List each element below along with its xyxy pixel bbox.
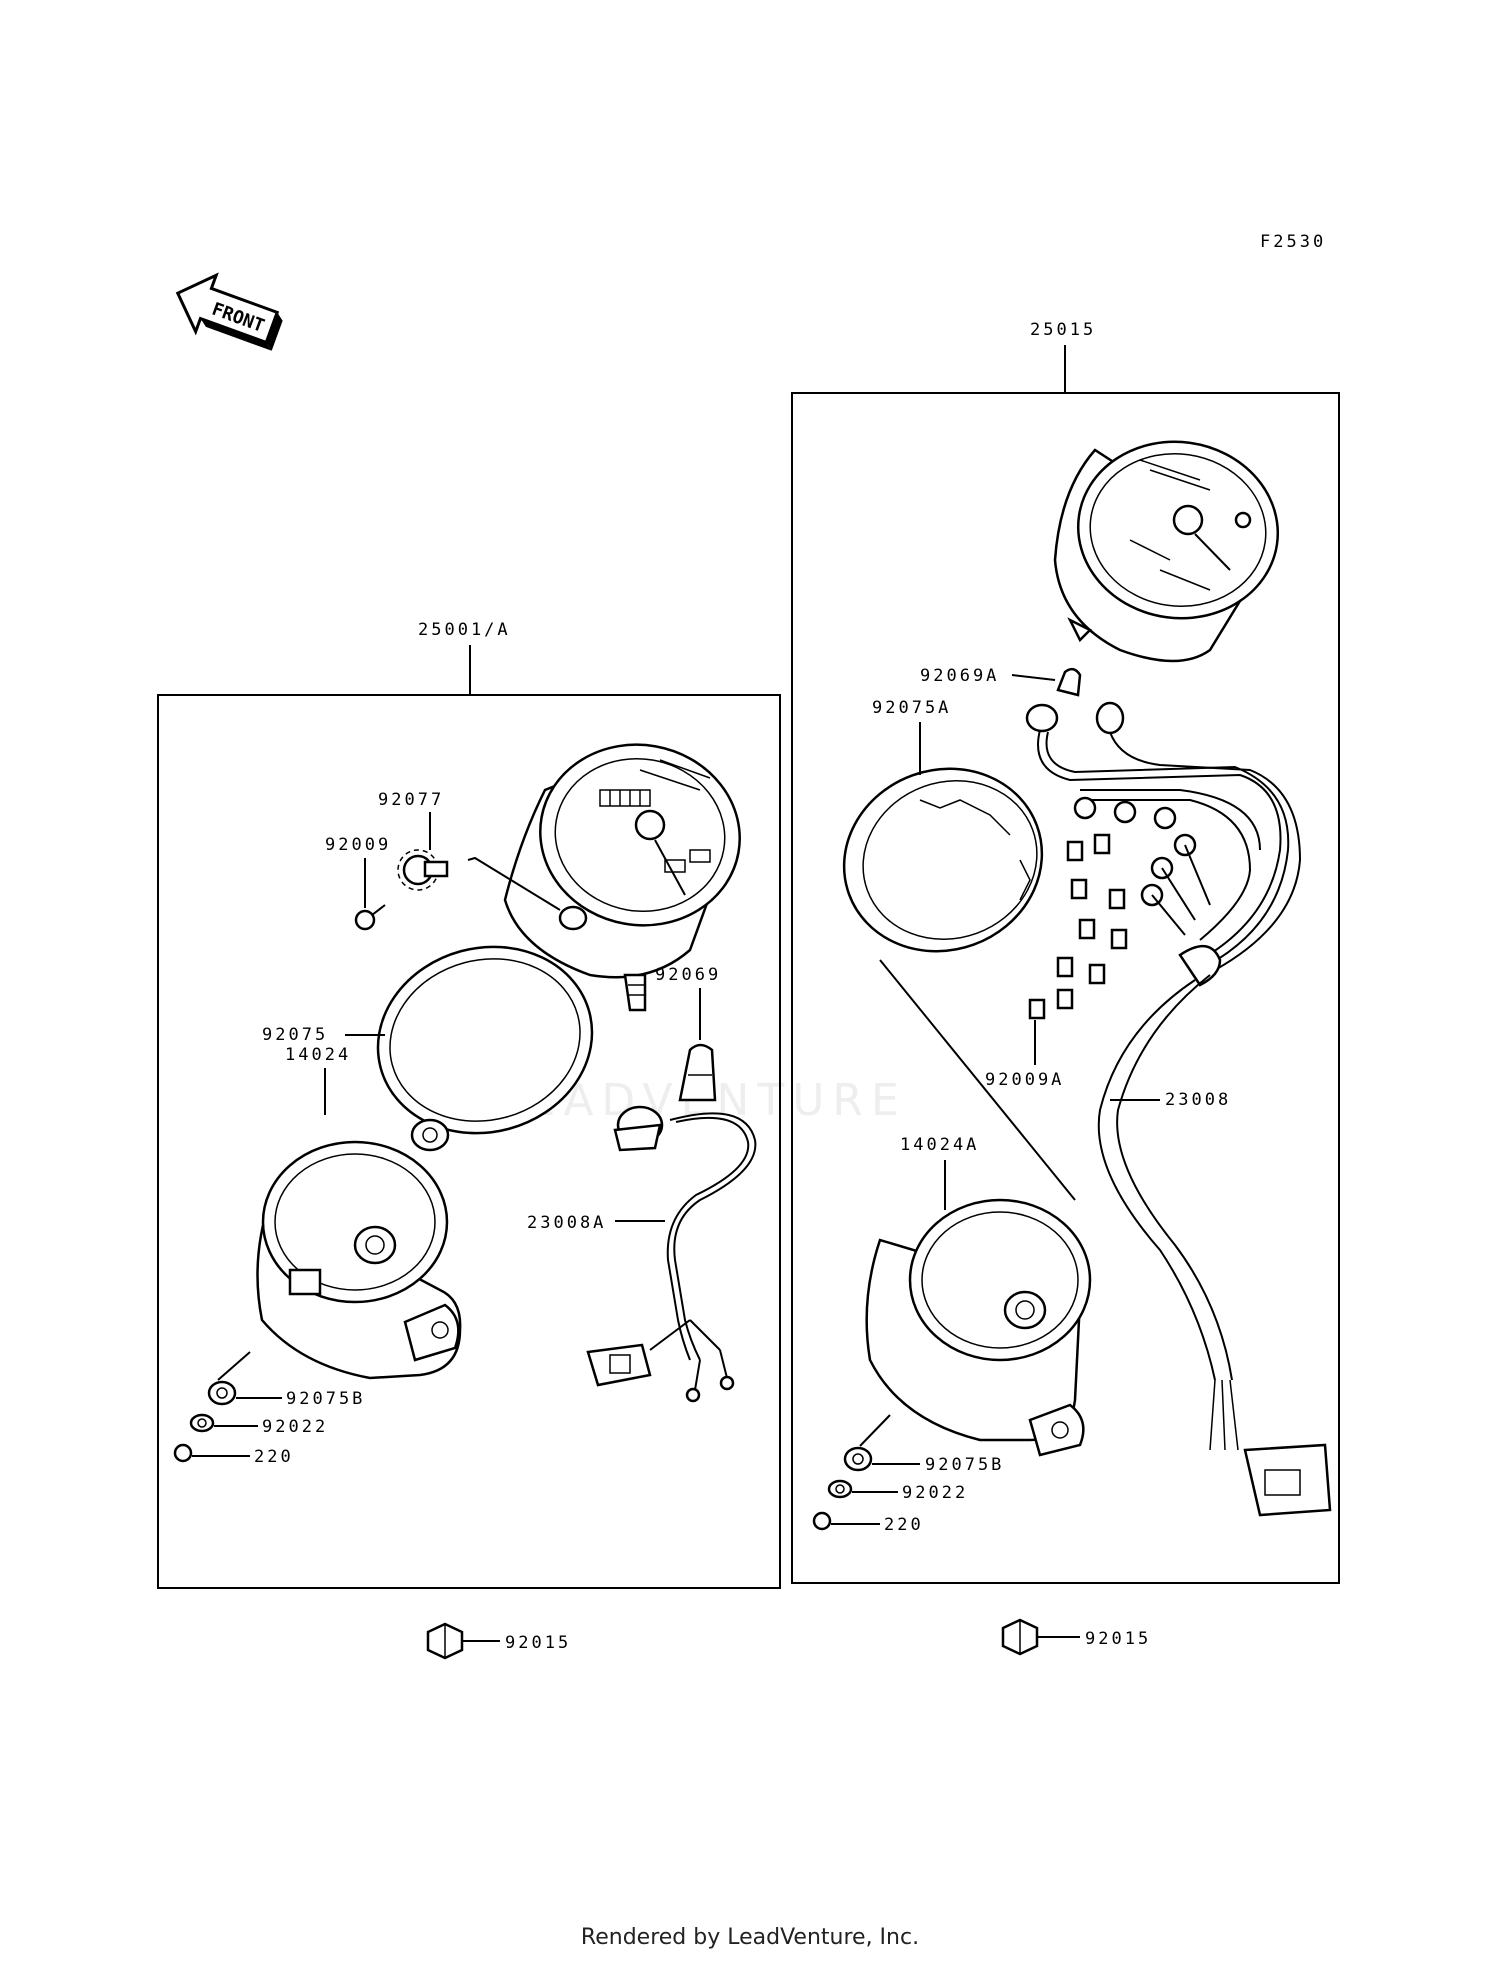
left-assembly-box (157, 694, 781, 1589)
diagram-code: F2530 (1260, 232, 1326, 252)
left-assembly-label[interactable]: 25001/A (418, 620, 511, 640)
right-label-23008[interactable]: 23008 (1165, 1090, 1231, 1110)
left-label-220[interactable]: 220 (254, 1447, 294, 1467)
right-label-220[interactable]: 220 (884, 1515, 924, 1535)
left-label-92077[interactable]: 92077 (378, 790, 444, 810)
right-assembly: 25015 92069A 9207 (791, 320, 1340, 1656)
right-label-92022[interactable]: 92022 (902, 1483, 968, 1503)
right-assembly-box (791, 392, 1340, 1584)
left-label-92009[interactable]: 92009 (325, 835, 391, 855)
left-assembly: 25001/A (157, 620, 781, 1660)
left-harness-23008A[interactable] (586, 1105, 757, 1403)
left-label-92069[interactable]: 92069 (655, 965, 721, 985)
right-wire-bundle[interactable] (1025, 701, 1332, 1517)
left-label-92015[interactable]: 92015 (505, 1633, 571, 1653)
front-arrow-icon: FRONT (175, 272, 283, 351)
left-housing-14024[interactable] (256, 1140, 462, 1380)
left-label-92075[interactable]: 92075 (262, 1025, 328, 1045)
left-bolt-220[interactable] (173, 1443, 193, 1463)
right-label-92015[interactable]: 92015 (1085, 1629, 1151, 1649)
right-label-92075B[interactable]: 92075B (925, 1455, 1004, 1475)
right-bolt-220[interactable] (812, 1511, 832, 1531)
left-label-92022[interactable]: 92022 (262, 1417, 328, 1437)
footer-credit: Rendered by LeadVenture, Inc. (580, 1925, 920, 1950)
right-nut-92075B[interactable] (843, 1446, 873, 1472)
left-label-14024[interactable]: 14024 (285, 1045, 351, 1065)
right-washer-92022[interactable] (827, 1479, 853, 1499)
left-gear-92077[interactable] (397, 849, 449, 891)
right-bulb-92069A[interactable] (1056, 667, 1082, 697)
right-speedometer[interactable] (1053, 429, 1289, 663)
right-assembly-label[interactable]: 25015 (1030, 320, 1096, 340)
right-ring-92075A[interactable] (818, 741, 1068, 979)
left-label-92075B[interactable]: 92075B (286, 1389, 365, 1409)
left-nut-92015[interactable] (426, 1622, 464, 1660)
right-nut-92015[interactable] (1001, 1618, 1039, 1656)
left-screw-92009[interactable] (354, 904, 386, 931)
left-ring-92075[interactable] (357, 923, 613, 1157)
right-label-92009A[interactable]: 92009A (985, 1070, 1064, 1090)
right-label-92075A[interactable]: 92075A (872, 698, 951, 718)
left-label-23008A[interactable]: 23008A (527, 1213, 606, 1233)
left-washer-92022[interactable] (189, 1413, 215, 1433)
left-speedometer[interactable] (503, 729, 754, 1012)
right-label-92069A[interactable]: 92069A (920, 666, 999, 686)
left-bulb-92069[interactable] (678, 1043, 717, 1102)
right-housing-14024A[interactable] (865, 1198, 1092, 1457)
right-label-14024A[interactable]: 14024A (900, 1135, 979, 1155)
left-nut-92075B[interactable] (207, 1380, 237, 1406)
